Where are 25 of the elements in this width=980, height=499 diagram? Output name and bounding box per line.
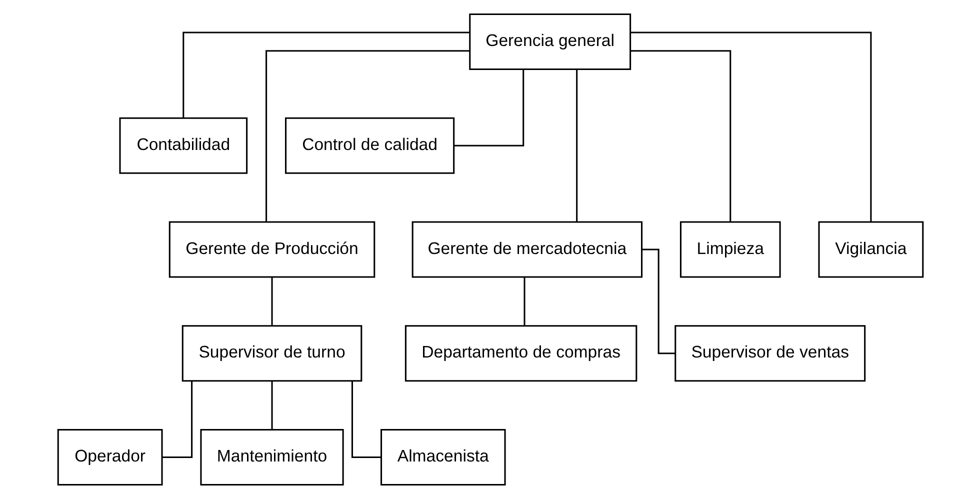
connector xyxy=(270,381,272,430)
node-box: Supervisor de ventas xyxy=(674,325,866,382)
node-box: Gerente de mercadotecnia xyxy=(411,221,642,278)
node-box: Mantenimiento xyxy=(200,429,344,486)
node-box: Departamento de compras xyxy=(404,325,637,382)
connector xyxy=(270,277,272,326)
connector xyxy=(350,381,380,458)
connector xyxy=(454,70,524,146)
connector xyxy=(162,381,192,458)
connector xyxy=(641,248,675,354)
node-box: Gerencia general xyxy=(468,13,631,70)
node-box: Gerente de Producción xyxy=(168,221,375,278)
connector xyxy=(523,277,525,326)
node-box: Supervisor de turno xyxy=(181,325,362,382)
connector xyxy=(576,69,578,222)
node-box: Operador xyxy=(56,429,162,486)
connector xyxy=(265,50,470,222)
node-box: Control de calidad xyxy=(284,117,454,174)
node-box: Vigilancia xyxy=(818,221,924,278)
connector xyxy=(182,32,470,118)
node-box: Limpieza xyxy=(679,221,780,278)
connector xyxy=(630,50,731,222)
node-box: Contabilidad xyxy=(118,117,248,174)
node-box: Almacenista xyxy=(380,429,506,486)
connector xyxy=(630,32,872,222)
